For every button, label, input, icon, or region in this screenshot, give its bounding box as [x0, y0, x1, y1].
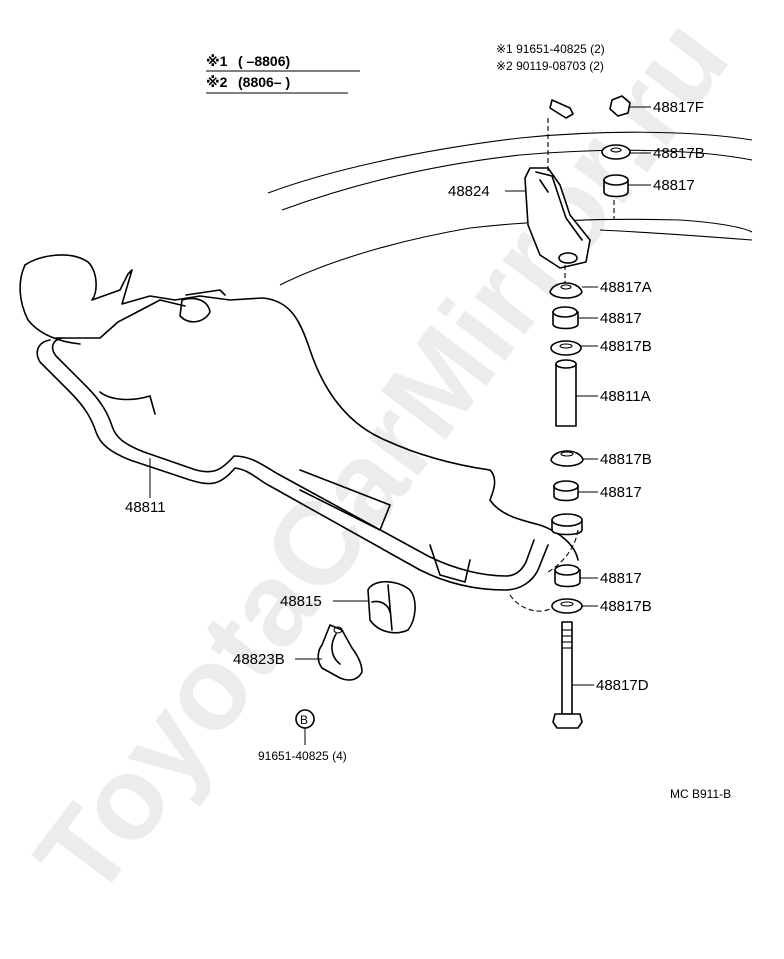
collar-48811a — [555, 359, 577, 427]
label-48823b: 48823B — [233, 651, 285, 668]
bolt-note-1: ※1 91651-40825 (2) — [496, 42, 605, 56]
label-48817-4: 48817 — [600, 570, 642, 587]
bushing-48815 — [367, 580, 416, 634]
bolt-48817d — [552, 621, 583, 729]
figure-code: MC B911-B — [670, 787, 731, 801]
label-bolt-91651: 91651-40825 (4) — [258, 749, 347, 763]
leader-lines — [149, 106, 651, 745]
bolt-b-symbol: B — [295, 709, 315, 729]
label-48811a: 48811A — [600, 388, 651, 405]
label-48817b-4: 48817B — [600, 598, 652, 615]
label-48811: 48811 — [125, 499, 166, 516]
bushing-48817-2 — [552, 306, 579, 330]
legend-box: ※1 ( –8806) ※2 (8806– ) — [206, 53, 360, 94]
label-48817d: 48817D — [596, 677, 649, 694]
label-48824: 48824 — [448, 183, 490, 200]
label-48815: 48815 — [280, 593, 322, 610]
top-bolt — [547, 99, 615, 220]
washer-48817b-4 — [551, 598, 583, 614]
stabilizer-bar — [36, 299, 549, 591]
bushing-48817-4 — [554, 564, 581, 588]
label-48817b-top: 48817B — [653, 145, 705, 162]
bolt-note-2: ※2 90119-08703 (2) — [496, 59, 604, 73]
note2-range: (8806– ) — [238, 74, 290, 90]
label-48817b-3: 48817B — [600, 451, 652, 468]
note1-range: ( –8806) — [238, 53, 290, 69]
body-panel-lines — [267, 131, 753, 286]
washer-48817b-3 — [550, 450, 584, 467]
label-48817-2: 48817 — [600, 310, 642, 327]
bar-end-bushing — [547, 513, 583, 573]
washer-48817b-2 — [550, 340, 582, 356]
nut-48817f — [609, 95, 631, 117]
b-symbol-text: B — [300, 713, 308, 727]
bracket-48824 — [524, 167, 591, 269]
bar-link-dashed — [509, 594, 553, 612]
bushing-48817-3 — [553, 480, 579, 502]
label-48817f: 48817F — [653, 99, 704, 116]
clamp-48823b — [317, 624, 363, 681]
label-48817-3: 48817 — [600, 484, 642, 501]
label-48817-top: 48817 — [653, 177, 695, 194]
note1-mark: ※1 — [206, 53, 228, 69]
label-48817a: 48817A — [600, 279, 652, 296]
note2-mark: ※2 — [206, 74, 228, 90]
label-48817b-2: 48817B — [600, 338, 652, 355]
bushing-48817a — [549, 282, 583, 299]
